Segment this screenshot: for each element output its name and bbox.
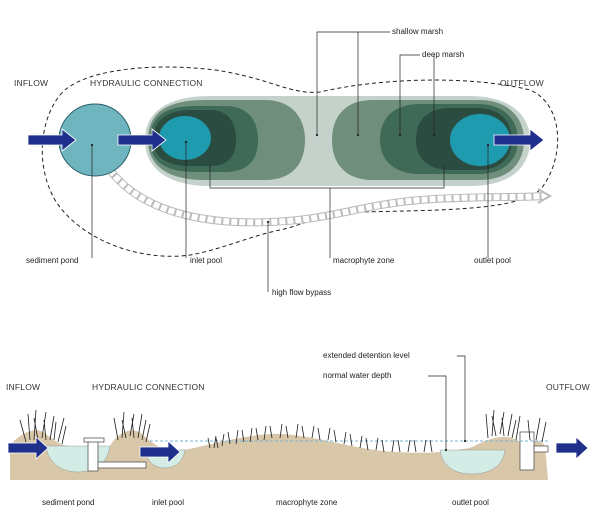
outlet-riser (519, 431, 535, 471)
outlet-pipe (533, 445, 549, 453)
plan-sediment-pond-label: sediment pond (26, 256, 79, 265)
shallow-marsh-label: shallow marsh (392, 27, 444, 36)
section-hydraulic-arrow-icon (139, 440, 181, 464)
plan-outflow-arrow-icon (493, 128, 545, 152)
leader-macrophyte-zone (209, 165, 445, 189)
section-inflow-arrow-icon (7, 436, 49, 460)
section-inflow-label: INFLOW (6, 382, 41, 392)
section-outflow-arrow-icon (555, 436, 589, 460)
plan-flow-arrows (27, 128, 545, 152)
grass-left-bank (19, 409, 67, 445)
section-sediment-pond-label: sediment pond (42, 498, 95, 507)
plan-hydraulic-connection-label: HYDRAULIC CONNECTION (90, 78, 203, 88)
section-view (7, 355, 589, 480)
deep-marsh-label: deep marsh (422, 50, 465, 59)
grass-far-right (527, 417, 547, 443)
sediment-pond-riser (87, 440, 99, 472)
leader-normal-water-depth (428, 375, 448, 452)
section-inlet-pool-label: inlet pool (152, 498, 185, 507)
section-flow-arrows (7, 436, 589, 464)
section-outflow-label: OUTFLOW (546, 382, 590, 392)
grass-right-bank (485, 409, 521, 441)
plan-outlet-pool-label: outlet pool (474, 256, 511, 265)
connecting-pipe (97, 461, 147, 469)
plan-outflow-label: OUTFLOW (500, 78, 544, 88)
high-flow-bypass-channel (106, 167, 552, 227)
leader-extended-detention (457, 355, 467, 443)
plan-macrophyte-zone-label: macrophyte zone (333, 256, 395, 265)
outlet-pool-shape (450, 114, 510, 166)
plan-hydraulic-arrow-icon (117, 128, 167, 152)
leader-deep-marsh (398, 54, 420, 137)
plan-boundary-dashed (41, 66, 559, 257)
plan-view (27, 31, 559, 292)
section-vegetation (19, 409, 547, 453)
grass-macrophyte (207, 423, 433, 453)
plan-leader-lines (90, 31, 490, 292)
outlet-pool-water (439, 449, 506, 475)
leader-shallow-marsh (315, 31, 390, 137)
normal-water-depth-label: normal water depth (323, 371, 392, 380)
high-flow-bypass-label: high flow bypass (272, 288, 332, 297)
grass-inlet-bank (113, 411, 151, 443)
section-hydraulic-connection-label: HYDRAULIC CONNECTION (92, 382, 205, 392)
section-leader-lines (428, 355, 467, 452)
section-macrophyte-zone-label: macrophyte zone (276, 498, 338, 507)
section-outlet-pool-label: outlet pool (452, 498, 489, 507)
extended-detention-level-label: extended detention level (323, 351, 410, 360)
plan-inflow-label: INFLOW (14, 78, 49, 88)
inlet-pool-shape (159, 116, 211, 160)
plan-inflow-arrow-icon (27, 128, 77, 152)
plan-inlet-pool-label: inlet pool (190, 256, 223, 265)
riser-cap (83, 437, 105, 443)
